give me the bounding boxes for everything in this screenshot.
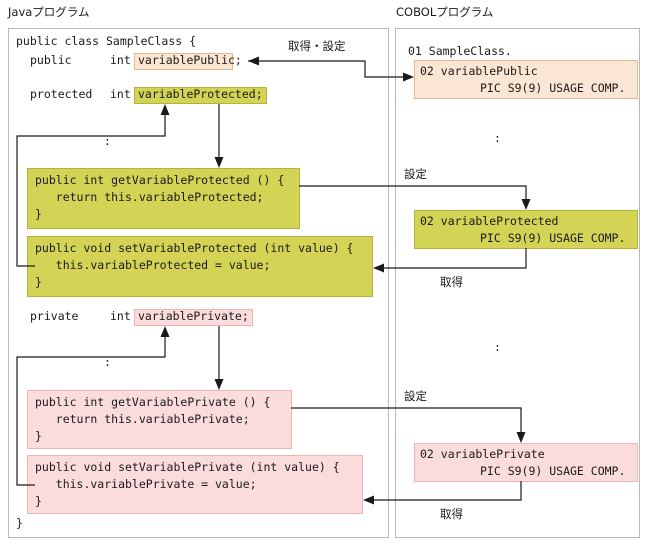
flow-protected-get-connector [382, 248, 527, 269]
java-method-set-protected-line3: } [35, 275, 42, 289]
java-method-set-private-line1: public void setVariablePrivate (int valu… [35, 460, 340, 474]
java-method-get-private-line1: public int getVariablePrivate () { [35, 395, 270, 409]
java-field-protected-highlight [134, 87, 267, 104]
flow-public-connector [248, 60, 405, 78]
flow-private-get-arrowhead [363, 495, 374, 505]
flow-private-setter-to-field [16, 334, 166, 486]
java-method-get-private-line3: } [35, 429, 42, 443]
java-field-public-highlight [134, 53, 233, 70]
flow-protected-setter-to-field [16, 112, 166, 267]
java-field-private-name: variablePrivate; [138, 309, 249, 323]
java-field-private-highlight [134, 309, 253, 326]
flow-public-arrowhead-left [248, 56, 259, 66]
java-field-public-modifier: public [30, 53, 72, 67]
java-field-public-name: variablePublic; [138, 53, 242, 67]
java-field-protected-type: int [110, 87, 131, 101]
cobol-panel-title: COBOLプログラム [396, 5, 493, 19]
flow-label-protected-set: 設定 [404, 167, 427, 181]
flow-protected-get-arrowhead [373, 263, 384, 273]
cobol-ellipsis-1: : [494, 131, 501, 145]
java-ellipsis-private: : [104, 355, 111, 369]
java-field-private-type: int [110, 309, 131, 323]
flow-label-public: 取得・設定 [288, 39, 346, 53]
java-method-set-private-box [27, 455, 363, 514]
java-class-declaration: public class SampleClass { [16, 34, 196, 48]
java-method-set-protected-line1: public void setVariableProtected (int va… [35, 241, 354, 255]
cobol-item-private-box [414, 443, 638, 482]
java-field-protected-name: variableProtected; [138, 87, 263, 101]
flow-protected-set-connector [299, 185, 527, 202]
java-method-get-protected-line1: public int getVariableProtected () { [35, 173, 284, 187]
java-method-get-private-line2: return this.variablePrivate; [35, 412, 250, 426]
flow-private-set-arrowhead [516, 432, 526, 443]
java-method-set-protected-line2: this.variableProtected = value; [35, 258, 270, 272]
cobol-item-public-line1: 02 variablePublic [420, 64, 538, 78]
flow-public-arrowhead-right [403, 72, 414, 82]
flow-protected-field-to-getter-arrowhead [214, 157, 224, 168]
java-method-get-private-box [27, 390, 292, 449]
java-method-set-private-line2: this.variablePrivate = value; [35, 477, 257, 491]
java-method-get-protected-line2: return this.variableProtected; [35, 190, 263, 204]
java-method-set-protected-box [27, 236, 373, 297]
java-field-private-modifier: private [30, 309, 79, 323]
java-field-protected-modifier: protected [30, 87, 92, 101]
java-method-get-protected-box [27, 168, 300, 229]
cobol-item-public-box [414, 60, 638, 99]
java-method-get-protected-line3: } [35, 207, 42, 221]
flow-label-private-set: 設定 [404, 389, 427, 403]
cobol-item-private-line1: 02 variablePrivate [420, 447, 545, 461]
flow-private-setter-to-field-arrowhead [160, 326, 170, 337]
flow-protected-setter-to-field-arrowhead [160, 104, 170, 115]
java-method-set-private-line3: } [35, 494, 42, 508]
flow-private-field-to-getter-arrowhead [214, 379, 224, 390]
java-field-public-type: int [110, 53, 131, 67]
flow-private-set-connector [291, 407, 522, 435]
flow-private-get-connector [372, 481, 522, 501]
flow-label-protected-get: 取得 [440, 275, 463, 289]
flow-protected-set-arrowhead [521, 199, 531, 210]
cobol-item-protected-line2: PIC S9(9) USAGE COMP. [480, 231, 625, 245]
java-panel-title: Javaプログラム [7, 5, 89, 19]
cobol-item-protected-line1: 02 variableProtected [420, 214, 558, 228]
java-ellipsis-protected: : [104, 134, 111, 148]
cobol-item-protected-box [414, 210, 638, 249]
java-class-closing-brace: } [16, 516, 23, 530]
cobol-ellipsis-2: : [494, 340, 501, 354]
flow-label-private-get: 取得 [440, 507, 463, 521]
cobol-item-private-line2: PIC S9(9) USAGE COMP. [480, 464, 625, 478]
cobol-level-01: 01 SampleClass. [408, 44, 512, 58]
cobol-item-public-line2: PIC S9(9) USAGE COMP. [480, 81, 625, 95]
